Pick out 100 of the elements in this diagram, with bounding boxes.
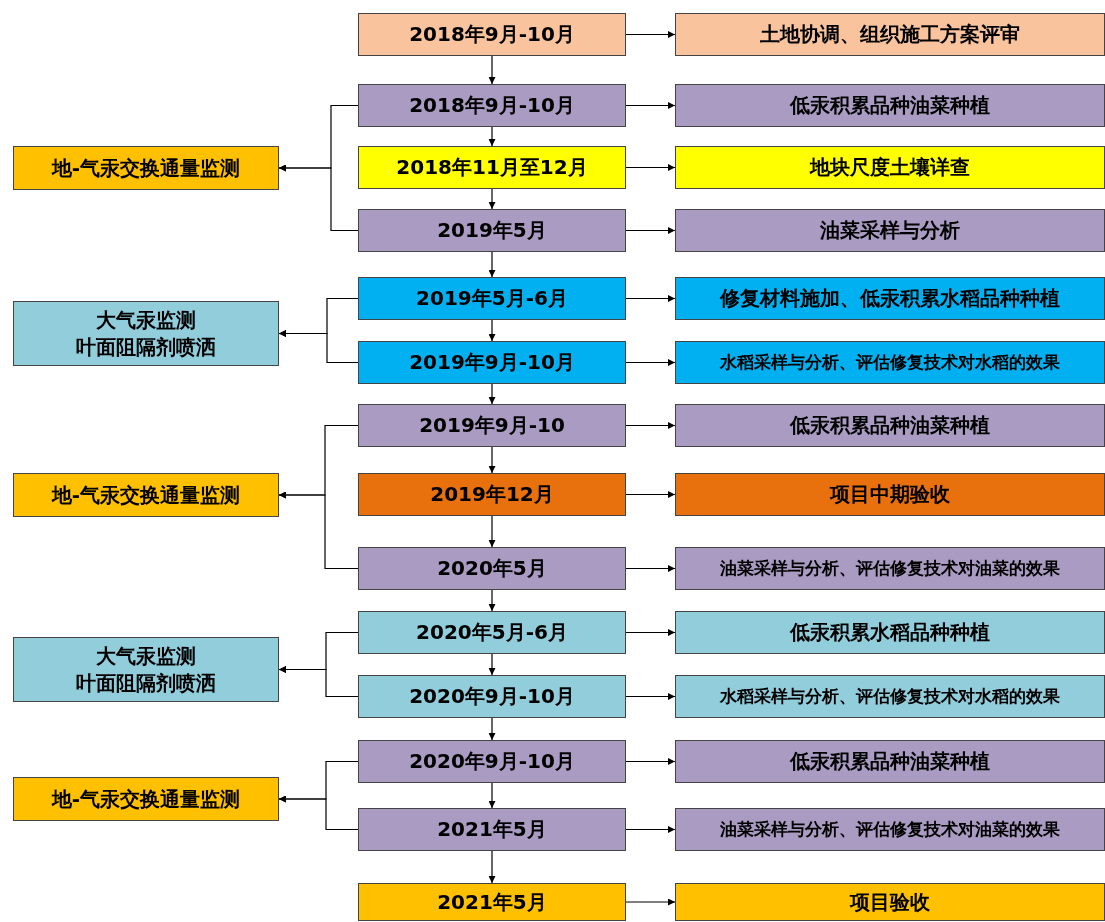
- process-box: [675, 277, 1105, 320]
- arrow: [625, 164, 676, 171]
- date-label: 2019年5月: [437, 217, 547, 244]
- process-box: [675, 146, 1105, 189]
- task-label: 低汞积累品种油菜种植: [790, 748, 990, 775]
- arrow: [625, 31, 676, 38]
- arrow: [278, 330, 359, 364]
- group-label: 大气汞监测: [96, 306, 196, 334]
- process-box: [675, 404, 1105, 447]
- arrow: [625, 565, 676, 572]
- task-label: 水稻采样与分析、评估修复技术对水稻的效果: [720, 685, 1060, 708]
- arrow: [488, 515, 496, 548]
- date-label: 2020年9月-10月: [409, 683, 575, 710]
- process-box: [358, 341, 626, 384]
- task-label: 项目验收: [850, 888, 930, 916]
- process-box: [358, 675, 626, 718]
- process-box: [13, 473, 279, 517]
- task-label: 油菜采样与分析、评估修复技术对油菜的效果: [720, 818, 1060, 841]
- arrow: [488, 383, 496, 405]
- process-box: [13, 777, 279, 821]
- group-label: 叶面阻隔剂喷洒: [76, 333, 216, 361]
- process-box: [358, 404, 626, 447]
- task-label: 土地协调、组织施工方案评审: [760, 21, 1020, 48]
- process-box: [358, 808, 626, 851]
- group-label: 叶面阻隔剂喷洒: [76, 669, 216, 697]
- date-label: 2020年5月-6月: [416, 619, 568, 646]
- arrow: [625, 359, 676, 366]
- task-label: 项目中期验收: [830, 481, 950, 508]
- arrow: [488, 589, 496, 612]
- date-label: 2019年9月-10月: [409, 349, 575, 376]
- arrow: [488, 717, 496, 741]
- arrow: [625, 898, 676, 906]
- date-label: 2019年9月-10: [419, 412, 565, 439]
- date-label: 2018年11月至12月: [396, 154, 588, 181]
- arrow: [625, 693, 676, 700]
- arrow: [625, 295, 676, 302]
- process-box: [358, 277, 626, 320]
- group-label: 地-气汞交换通量监测: [51, 785, 241, 813]
- arrow: [488, 653, 496, 676]
- group-label: 大气汞监测: [96, 642, 196, 670]
- task-label: 水稻采样与分析、评估修复技术对水稻的效果: [720, 351, 1060, 374]
- process-box: [675, 611, 1105, 654]
- arrow: [278, 164, 359, 232]
- arrow: [625, 629, 676, 636]
- date-label: 2019年5月-6月: [416, 285, 568, 312]
- process-box: [358, 146, 626, 189]
- arrow: [625, 227, 676, 234]
- task-label: 地块尺度土壤详查: [810, 154, 970, 181]
- process-box: [675, 547, 1105, 590]
- process-box: [358, 611, 626, 654]
- arrow: [488, 188, 496, 210]
- arrow: [278, 795, 359, 831]
- arrow: [278, 491, 359, 570]
- process-box: [358, 209, 626, 252]
- process-box: [675, 808, 1105, 851]
- date-label: 2020年5月: [437, 555, 547, 582]
- process-box: [675, 341, 1105, 384]
- task-label: 油菜采样与分析、评估修复技术对油菜的效果: [720, 557, 1060, 580]
- process-box: [675, 675, 1105, 718]
- process-box: [675, 473, 1105, 516]
- process-box: [358, 547, 626, 590]
- task-label: 修复材料施加、低汞积累水稻品种种植: [720, 285, 1060, 312]
- arrow: [625, 758, 676, 765]
- task-label: 低汞积累水稻品种种植: [790, 619, 990, 646]
- arrow: [488, 319, 496, 342]
- process-box: [13, 301, 279, 366]
- arrow: [488, 850, 496, 884]
- task-label: 低汞积累品种油菜种植: [790, 92, 990, 119]
- date-label: 2021年5月: [437, 888, 547, 916]
- arrow: [625, 422, 676, 429]
- process-box: [675, 13, 1105, 56]
- arrow: [488, 446, 496, 474]
- date-label: 2018年9月-10月: [409, 92, 575, 119]
- arrow: [488, 251, 496, 278]
- task-label: 低汞积累品种油菜种植: [790, 412, 990, 439]
- arrow: [625, 491, 676, 498]
- process-box: [13, 637, 279, 702]
- process-box: [358, 883, 626, 921]
- process-box: [13, 146, 279, 190]
- process-box: [358, 740, 626, 783]
- date-label: 2019年12月: [430, 481, 554, 508]
- arrow: [488, 782, 496, 809]
- arrow: [278, 666, 359, 698]
- process-box: [358, 13, 626, 56]
- arrow: [625, 826, 676, 833]
- process-box: [358, 473, 626, 516]
- process-box: [358, 84, 626, 127]
- arrow: [488, 55, 496, 85]
- process-box: [675, 209, 1105, 252]
- arrow: [488, 126, 496, 147]
- process-box: [675, 740, 1105, 783]
- process-box: [675, 84, 1105, 127]
- group-label: 地-气汞交换通量监测: [51, 154, 241, 182]
- date-label: 2020年9月-10月: [409, 748, 575, 775]
- arrow: [625, 102, 676, 109]
- process-box: [675, 883, 1105, 921]
- group-label: 地-气汞交换通量监测: [51, 481, 241, 509]
- task-label: 油菜采样与分析: [820, 217, 960, 244]
- date-label: 2021年5月: [437, 816, 547, 843]
- date-label: 2018年9月-10月: [409, 21, 575, 48]
